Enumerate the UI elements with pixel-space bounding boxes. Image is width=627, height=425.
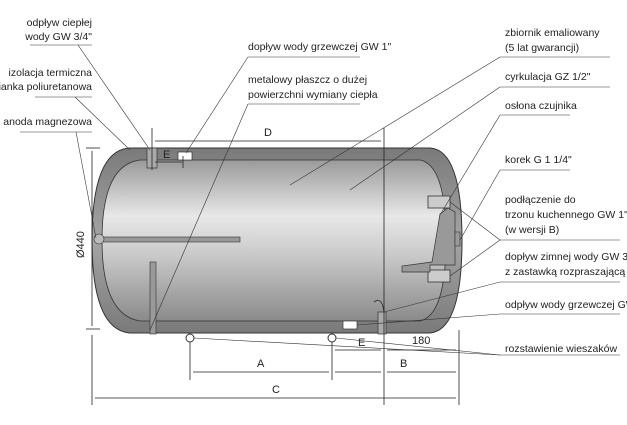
dim-E-bottom: E bbox=[358, 337, 365, 349]
stove-connection-bottom bbox=[427, 269, 451, 283]
label-cold-water-inlet: dopływ zimnej wody GW 3/4"z zastawką roz… bbox=[505, 251, 627, 278]
label-heating-inlet: dopływ wody grzewczej GW 1" bbox=[248, 41, 391, 53]
label-hangers: rozstawienie wieszaków bbox=[505, 343, 617, 355]
stove-connection-top bbox=[427, 195, 451, 209]
label-tank: zbiornik emaliowany(5 lat gwarancji) bbox=[505, 27, 600, 54]
heating-inlet-port bbox=[177, 151, 193, 161]
hanger-right bbox=[327, 333, 337, 343]
label-plug: korek G 1 1/4" bbox=[505, 154, 572, 166]
label-circulation: cyrkulacja GZ 1/2" bbox=[505, 71, 591, 83]
dim-E-top: E bbox=[163, 149, 170, 161]
plug bbox=[454, 231, 461, 247]
hanger-left bbox=[185, 333, 195, 343]
dim-B: B bbox=[400, 358, 407, 370]
label-sensor-cover: osłona czujnika bbox=[505, 100, 577, 112]
leader-lines bbox=[20, 44, 620, 356]
magnesium-anode bbox=[97, 236, 241, 243]
label-heating-outlet: odpływ wody grzewczej GW 1" bbox=[505, 299, 627, 311]
dimension-lines bbox=[86, 128, 460, 405]
dim-diameter: Ø440 bbox=[75, 231, 87, 258]
label-insulation: izolacja termiczna-pianka poliuretanowa bbox=[0, 67, 92, 93]
anode-head bbox=[93, 233, 105, 245]
dim-A: A bbox=[257, 358, 265, 370]
dim-C: C bbox=[272, 384, 280, 396]
dim-D: D bbox=[264, 127, 272, 139]
heating-outlet-pipe bbox=[149, 261, 157, 335]
heating-outlet-port bbox=[342, 320, 358, 330]
dim-180: 180 bbox=[412, 335, 430, 347]
label-anode: anoda magnezowa bbox=[3, 116, 92, 128]
